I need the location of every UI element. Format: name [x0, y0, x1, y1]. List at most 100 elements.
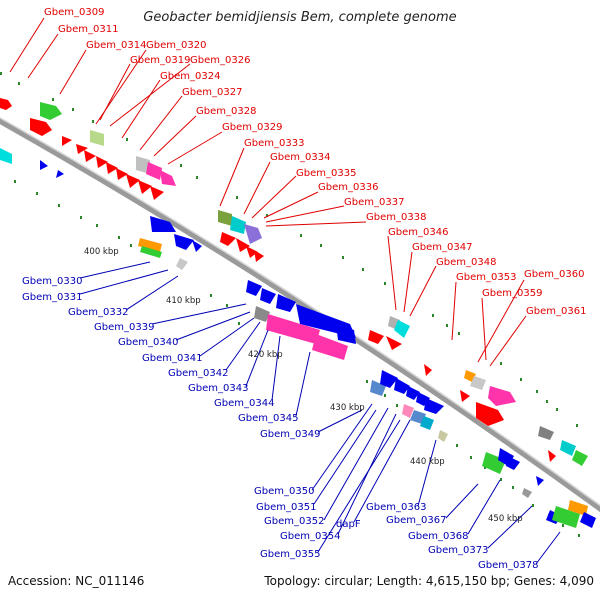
- forward-features: [0, 98, 588, 466]
- gene-feature: [192, 240, 202, 252]
- gene-feature: [410, 410, 426, 424]
- genome-backbone-highlight: [0, 116, 600, 507]
- gene-feature: [506, 456, 520, 470]
- gene-feature: [424, 364, 432, 376]
- gene-feature: [438, 430, 448, 442]
- gene-label: Gbem_0332: [68, 307, 128, 318]
- tick-label: 440 kbp: [410, 457, 445, 467]
- tick-label: 430 kbp: [330, 403, 365, 413]
- gene-feature: [0, 98, 12, 110]
- gene-feature: [312, 334, 348, 360]
- gene-label: dapF: [336, 519, 361, 530]
- gene-label: Gbem_0342: [168, 368, 228, 379]
- gene-label: Gbem_0337: [344, 197, 404, 208]
- gene-feature: [254, 306, 270, 322]
- gene-label: Gbem_0367: [386, 515, 446, 526]
- forward-labels: Gbem_0309 Gbem_0311 Gbem_0314 Gbem_0320 …: [44, 7, 586, 317]
- gene-label: Gbem_0341: [142, 353, 202, 364]
- genome-summary: Topology: circular; Length: 4,615,150 bp…: [264, 574, 594, 588]
- gene-feature: [90, 130, 104, 146]
- tick-label: 420 kbp: [248, 350, 283, 360]
- gene-label: Gbem_0309: [44, 7, 104, 18]
- gene-feature: [522, 488, 532, 498]
- gene-feature: [246, 246, 258, 258]
- gene-feature: [276, 294, 296, 312]
- gene-label: Gbem_0345: [238, 413, 298, 424]
- gene-feature: [476, 402, 504, 426]
- gene-feature: [126, 174, 140, 188]
- gene-feature: [76, 144, 88, 154]
- gene-label: Gbem_0311: [58, 24, 118, 35]
- gene-feature: [236, 238, 250, 252]
- reverse-features: [0, 148, 596, 528]
- forward-leader-lines: [9, 17, 527, 367]
- gene-label: Gbem_0327: [182, 87, 242, 98]
- gene-feature: [106, 162, 118, 174]
- gene-label: Gbem_0336: [318, 182, 378, 193]
- gene-feature: [424, 398, 444, 414]
- gene-feature: [482, 452, 506, 474]
- gene-label: Gbem_0354: [280, 531, 340, 542]
- gene-label: Gbem_0320: [146, 40, 206, 51]
- reverse-leader-lines: [79, 261, 561, 565]
- gene-feature: [266, 314, 320, 344]
- gene-feature: [136, 156, 150, 174]
- gene-feature: [96, 156, 108, 168]
- gene-label: Gbem_0343: [188, 383, 248, 394]
- gene-feature: [254, 250, 264, 262]
- gene-feature: [370, 380, 386, 396]
- gene-feature: [406, 386, 420, 400]
- gene-feature: [62, 136, 72, 146]
- gene-feature: [394, 320, 410, 338]
- gene-feature: [260, 288, 276, 304]
- gene-feature: [460, 390, 470, 402]
- gene-feature: [84, 150, 96, 162]
- gene-label: Gbem_0359: [482, 288, 542, 299]
- genome-backbone: [0, 117, 600, 513]
- gene-feature: [116, 168, 128, 180]
- gene-feature: [548, 450, 556, 462]
- gene-label: Gbem_0373: [428, 545, 488, 556]
- gene-feature: [386, 336, 402, 350]
- gene-feature: [244, 224, 262, 244]
- gene-label: Gbem_0335: [296, 168, 356, 179]
- gene-label: Gbem_0363: [366, 502, 426, 513]
- gene-feature: [160, 170, 176, 186]
- gene-label: Gbem_0368: [408, 531, 468, 542]
- gene-feature: [402, 404, 414, 418]
- gene-label: Gbem_0329: [222, 122, 282, 133]
- gene-feature: [230, 216, 246, 234]
- gene-feature: [56, 170, 64, 178]
- gene-feature: [336, 324, 356, 344]
- gene-label: Gbem_0349: [260, 429, 320, 440]
- gene-feature: [488, 386, 516, 406]
- gene-feature: [470, 376, 486, 390]
- gene-feature: [380, 370, 398, 388]
- gene-feature: [420, 416, 434, 430]
- gene-label: Gbem_0334: [270, 152, 330, 163]
- gene-feature: [40, 102, 62, 120]
- gene-feature: [146, 162, 162, 180]
- gc-track-inner: [14, 180, 580, 537]
- gene-label: Gbem_0347: [412, 242, 472, 253]
- gene-label: Gbem_0324: [160, 71, 220, 82]
- gene-label: Gbem_0351: [256, 502, 316, 513]
- gene-label: Gbem_0346: [388, 227, 448, 238]
- map-title: Geobacter bemidjiensis Bem, complete gen…: [143, 10, 457, 25]
- gene-feature: [30, 118, 52, 136]
- tick-label: 400 kbp: [84, 247, 119, 257]
- gene-feature: [150, 216, 176, 232]
- gene-label: Gbem_0352: [264, 516, 324, 527]
- gene-feature: [572, 450, 588, 466]
- gene-label: Gbem_0361: [526, 306, 586, 317]
- tick-label: 450 kbp: [488, 514, 523, 524]
- tick-label: 410 kbp: [166, 296, 201, 306]
- gene-label: Gbem_0355: [260, 549, 320, 560]
- gene-label: Gbem_0330: [22, 276, 82, 287]
- gene-label: Gbem_0348: [436, 257, 496, 268]
- gene-feature: [246, 280, 262, 296]
- accession-text: Accession: NC_011146: [8, 574, 145, 588]
- gene-label: Gbem_0360: [524, 269, 584, 280]
- gene-feature: [368, 330, 384, 344]
- gene-feature: [40, 160, 48, 170]
